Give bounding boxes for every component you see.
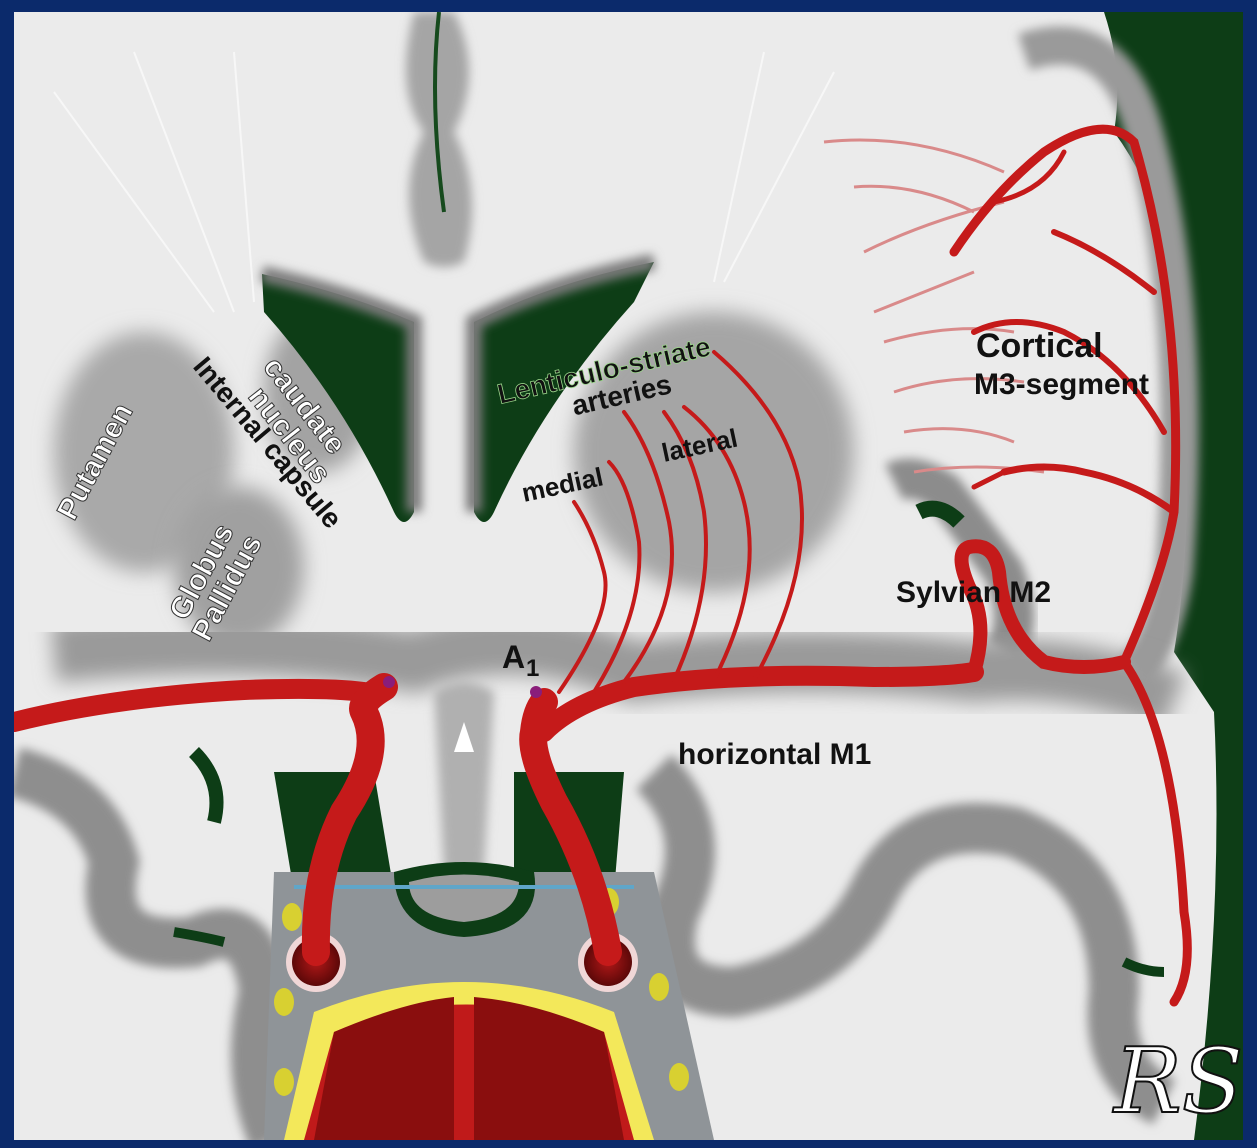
brain-coronal-diagram: caudate nucleus Internal capsule Putamen… — [14, 12, 1243, 1140]
label-sylvian-m2: Sylvian M2 — [896, 576, 1051, 609]
midline-stalk — [434, 682, 494, 877]
label-cortical-line1: Cortical — [976, 327, 1103, 365]
diagram-panel: caudate nucleus Internal capsule Putamen… — [14, 12, 1243, 1140]
label-cortical-line2: M3-segment — [974, 368, 1149, 401]
signature-rs: RS — [1112, 1029, 1243, 1134]
left-a1-origin — [383, 676, 395, 688]
label-horizontal-m1: horizontal M1 — [678, 738, 871, 771]
right-a1-origin — [530, 686, 542, 698]
label-a1-subscript: 1 — [526, 655, 539, 682]
label-a1-letter: A — [502, 639, 525, 675]
